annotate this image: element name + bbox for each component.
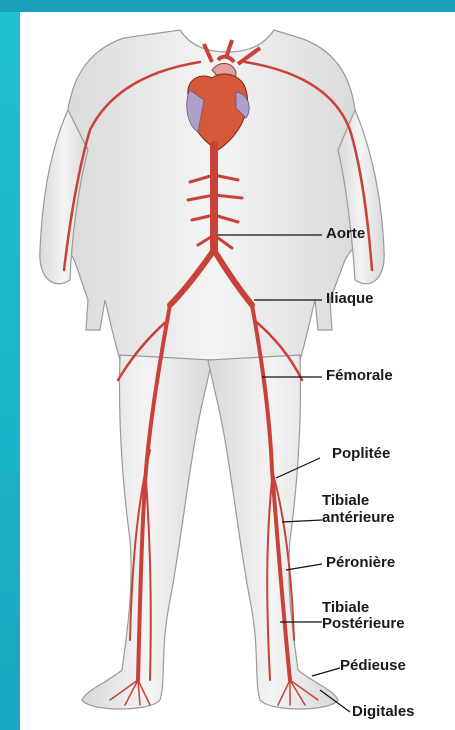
label-iliaque: Iliaque xyxy=(326,291,374,307)
label-peroniere: Péronière xyxy=(326,555,395,571)
label-tibiale-posterieure-line1: Tibiale xyxy=(322,600,369,616)
label-tibiale-anterieure-line2: antérieure xyxy=(322,510,395,526)
label-poplitee: Poplitée xyxy=(332,446,390,462)
label-digitales: Digitales xyxy=(352,704,415,720)
label-pedieuse: Pédieuse xyxy=(340,658,406,674)
label-tibiale-anterieure-line1: Tibiale xyxy=(322,493,369,509)
label-femorale: Fémorale xyxy=(326,368,393,384)
label-tibiale-posterieure-line2: Postérieure xyxy=(322,616,405,632)
label-aorte: Aorte xyxy=(326,226,365,242)
